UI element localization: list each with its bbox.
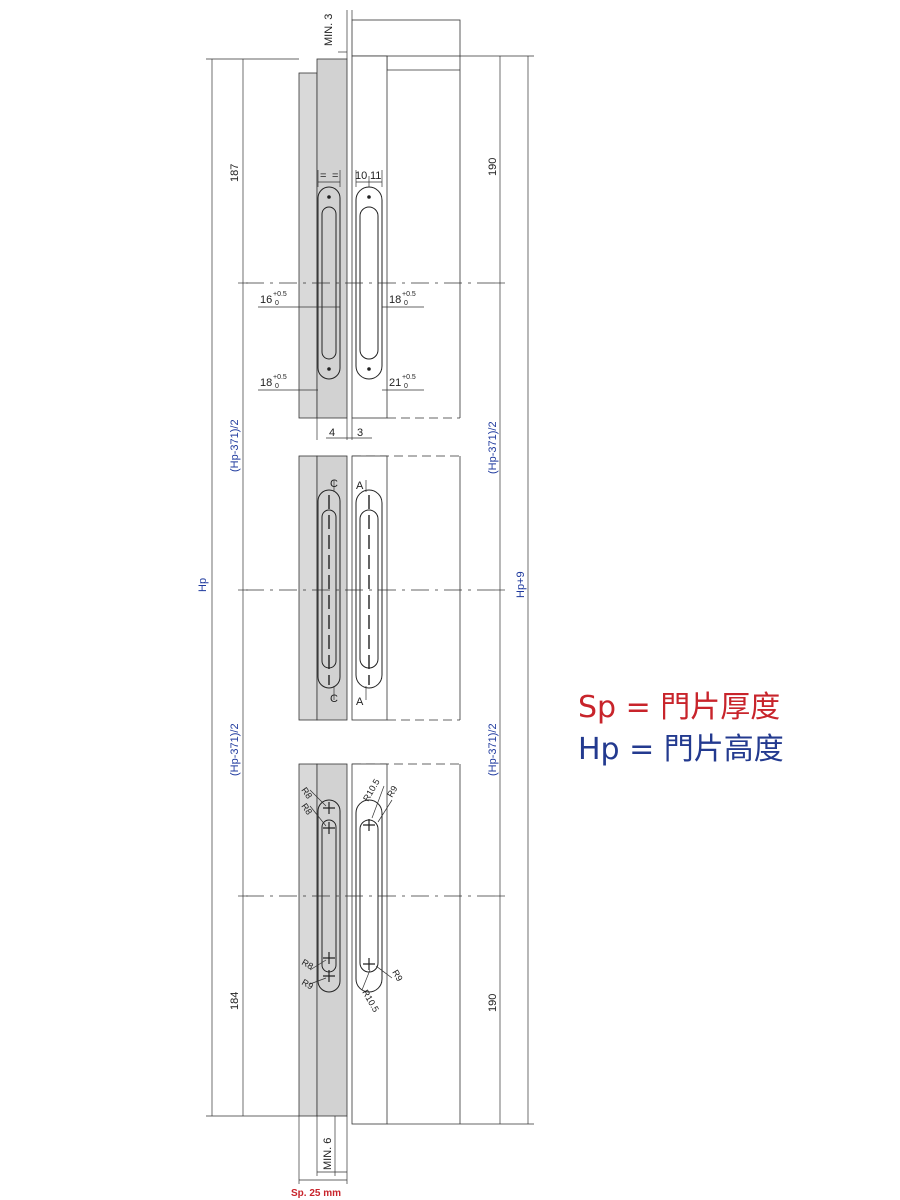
section-c-bottom: C — [330, 693, 338, 705]
left-mid2-dim: (Hp-371)/2 — [229, 723, 241, 776]
tol-left-lower: 18 — [260, 377, 272, 389]
right-bottom-dim: 190 — [487, 994, 499, 1012]
width-11-label: 11 — [370, 170, 381, 182]
left-top-dim: 187 — [229, 164, 241, 182]
radius-r8-bottom: R8 — [300, 957, 315, 971]
tol-left-upper-zero: 0 — [275, 300, 279, 307]
section-c-top: C — [330, 478, 338, 490]
legend-sp: Sp = 門片厚度 — [578, 690, 781, 725]
min3-label: MIN. 3 — [323, 14, 335, 46]
hp-dim: Hp — [197, 578, 209, 592]
section-a-top: A — [356, 480, 364, 492]
door-leaf-middle-inner — [316, 455, 348, 721]
gap-3-label: 3 — [357, 427, 363, 439]
door-leaf-lower-outer — [298, 763, 318, 1117]
frame-head — [351, 19, 461, 57]
tol-left-upper-plus: +0.5 — [273, 291, 287, 298]
legend-hp: Hp = 門片高度 — [578, 732, 784, 767]
tol-right-upper: 18 — [389, 294, 401, 306]
hp9-dim: Hp+9 — [515, 571, 527, 598]
dimension-lines — [206, 10, 534, 1184]
frame-jamb-lower — [351, 763, 388, 1125]
tol-right-lower-plus: +0.5 — [402, 374, 416, 381]
tol-left-upper: 16 — [260, 294, 272, 306]
sp25-label: Sp. 25 mm — [291, 1188, 341, 1199]
gap-4-label: 4 — [329, 427, 335, 439]
width-10-label: 10 — [355, 170, 367, 182]
right-top-dim: 190 — [487, 158, 499, 176]
tol-right-lower-zero: 0 — [404, 383, 408, 390]
centre-lines — [246, 282, 500, 897]
section-a-bottom: A — [356, 696, 364, 708]
radius-r9-bottom-right: R9 — [390, 968, 404, 983]
left-mid1-dim: (Hp-371)/2 — [229, 419, 241, 472]
door-leaf-middle-outer — [298, 455, 318, 721]
radius-r9-bottom-left: R9 — [300, 977, 315, 991]
tol-right-upper-zero: 0 — [404, 300, 408, 307]
min6-label: MIN. 6 — [322, 1138, 334, 1170]
right-mid1-dim: (Hp-371)/2 — [487, 421, 499, 474]
tol-right-upper-plus: +0.5 — [402, 291, 416, 298]
left-bottom-dim: 184 — [229, 992, 241, 1010]
tol-left-lower-zero: 0 — [275, 383, 279, 390]
radius-centre-marks — [323, 802, 375, 982]
eq1-label: = — [320, 170, 326, 182]
door-frame — [351, 19, 461, 1125]
door-leaf-upper-outer — [298, 72, 318, 419]
radius-r9-top: R9 — [385, 784, 399, 799]
right-mid2-dim: (Hp-371)/2 — [487, 723, 499, 776]
eq2-label: = — [332, 170, 338, 182]
slot-leaf-middle — [317, 489, 341, 689]
tol-right-lower: 21 — [389, 377, 401, 389]
frame-jamb-upper — [351, 55, 388, 419]
tol-left-lower-plus: +0.5 — [273, 374, 287, 381]
slot-frame-middle — [355, 489, 383, 689]
